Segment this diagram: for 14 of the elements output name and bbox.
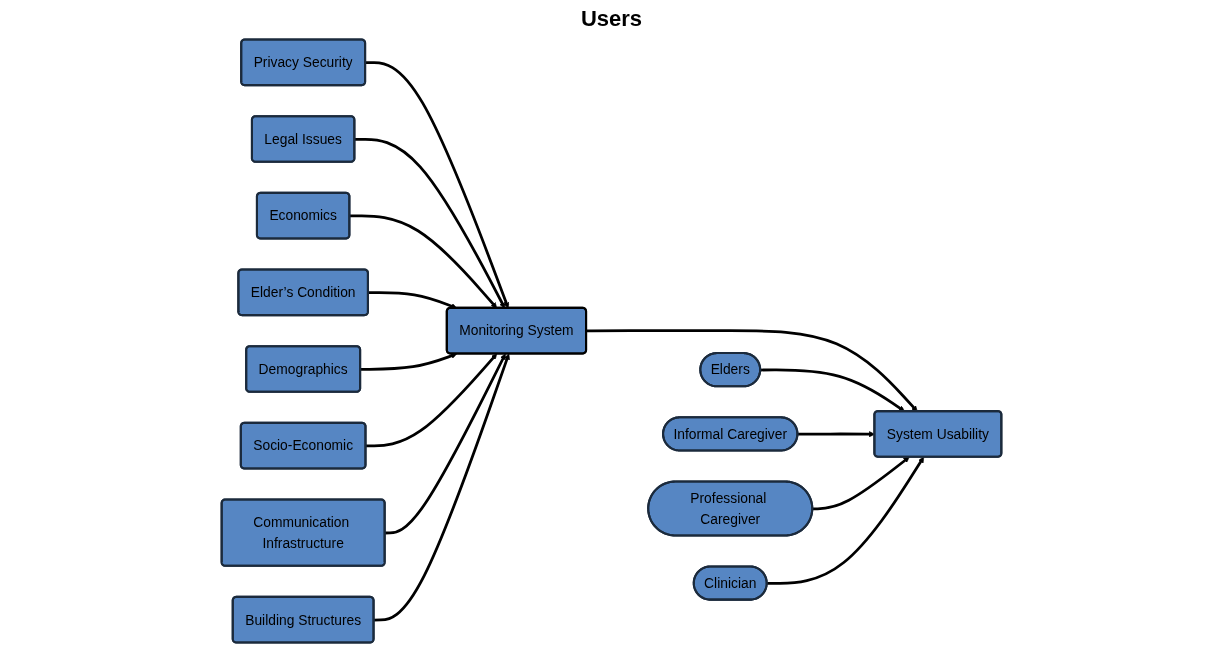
arrow: [385, 353, 506, 535]
arrow: [373, 353, 510, 622]
arrow: [354, 137, 506, 309]
arrow: [349, 214, 498, 309]
arrow: [767, 456, 925, 585]
arrow: [760, 368, 905, 412]
group-heading: Users: [580, 6, 643, 31]
arrow: [365, 353, 498, 448]
arrow: [797, 431, 875, 438]
arrow: [586, 329, 918, 412]
arrow: [812, 456, 910, 511]
arrow: [365, 61, 510, 309]
arrow: [368, 291, 458, 310]
arrow: [360, 352, 458, 371]
